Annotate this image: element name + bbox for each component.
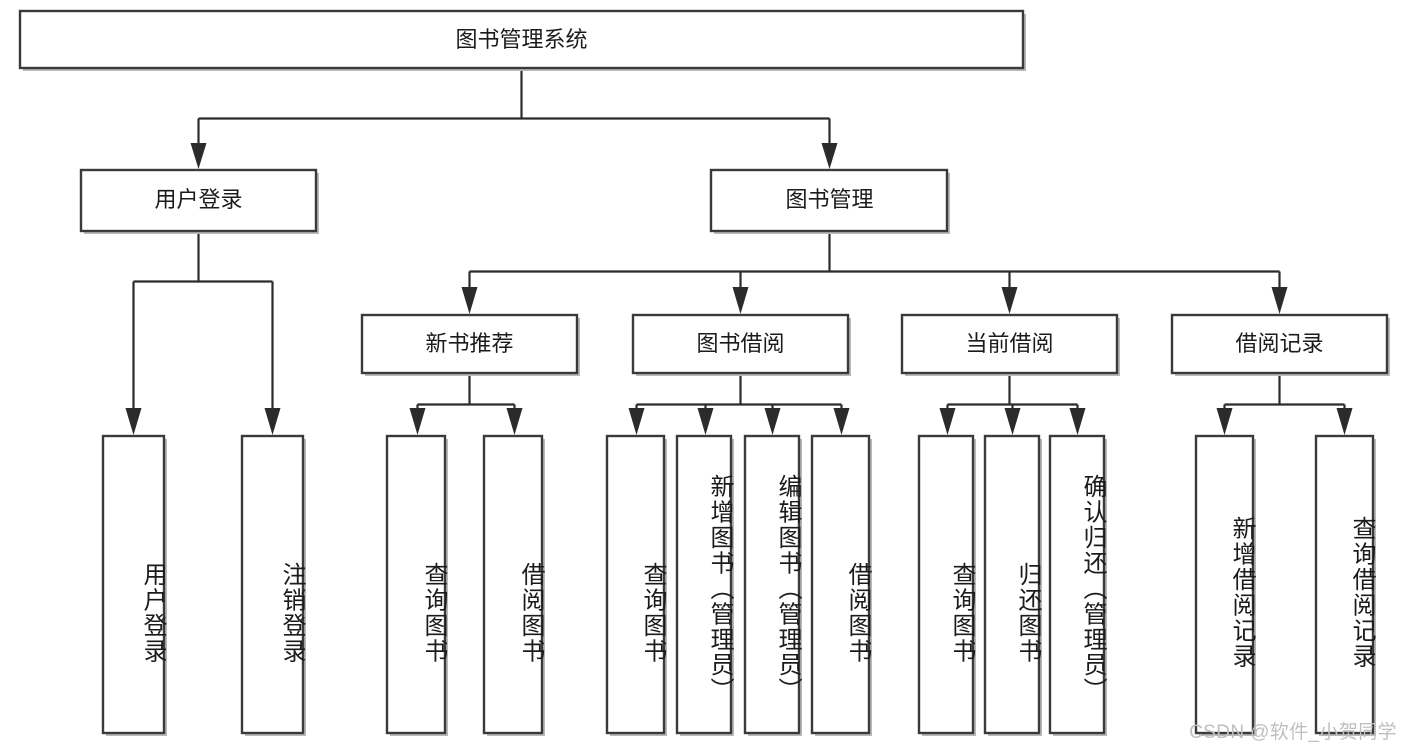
leaf-borrow-book-1-box[interactable]	[482, 434, 544, 735]
leaf-add-borrow-record-box[interactable]	[1194, 434, 1255, 735]
connector-group-book-management	[461, 232, 1288, 314]
node-book-management-box[interactable]	[709, 168, 949, 233]
node-current-borrow[interactable]: 当前借阅	[900, 313, 1120, 376]
leaf-edit-book-box[interactable]	[743, 434, 801, 735]
node-borrow-record-box[interactable]	[1170, 313, 1389, 375]
connector-group-book-borrow	[628, 376, 850, 435]
arrow-head-leaf-return-book	[1004, 408, 1021, 435]
node-book-borrow-label: 图书借阅	[696, 331, 784, 356]
node-root[interactable]: 图书管理系统	[18, 9, 1026, 71]
arrow-head-leaf-borrow-book-2	[833, 408, 850, 435]
node-user-login-box[interactable]	[79, 168, 318, 233]
arrow-head-leaf-borrow-book-1	[506, 408, 523, 435]
arrow-head-leaf-edit-book	[764, 408, 781, 435]
arrow-head-leaf-user-login	[125, 408, 142, 435]
node-book-borrow-box[interactable]	[631, 313, 850, 375]
leaf-query-borrow-record-box[interactable]	[1314, 434, 1375, 735]
leaf-query-book-2-box[interactable]	[605, 434, 666, 735]
arrow-head-leaf-user-logout	[264, 408, 281, 435]
node-root-label: 图书管理系统	[455, 27, 587, 52]
arrow-head-leaf-query-book-3	[939, 408, 956, 435]
node-borrow-record-label: 借阅记录	[1235, 331, 1323, 356]
arrow-head-leaf-query-book-2	[628, 408, 645, 435]
arrow-head-user-login	[190, 143, 207, 169]
arrow-head-leaf-add-book	[697, 408, 714, 435]
leaf-query-book-1-box[interactable]	[385, 434, 447, 735]
node-current-borrow-label: 当前借阅	[965, 331, 1053, 356]
node-book-borrow[interactable]: 图书借阅	[631, 313, 851, 376]
leaf-add-book-box[interactable]	[675, 434, 733, 735]
node-new-book-recommend-box[interactable]	[360, 313, 579, 375]
node-current-borrow-box[interactable]	[900, 313, 1119, 375]
connector-group-borrow-record	[1216, 376, 1353, 435]
connector-group-user-login	[125, 232, 281, 435]
node-borrow-record[interactable]: 借阅记录	[1170, 313, 1390, 376]
csdn-watermark: CSDN @软件_小贺同学	[1189, 722, 1397, 743]
leaf-user-login-box[interactable]	[101, 434, 166, 735]
leaf-query-book-3-box[interactable]	[917, 434, 975, 735]
arrow-head-book-borrow	[732, 287, 749, 314]
arrow-head-new-book-recommend	[461, 287, 478, 314]
node-user-login-label: 用户登录	[154, 187, 242, 212]
leaf-user-logout-box[interactable]	[240, 434, 305, 735]
node-user-login[interactable]: 用户登录	[79, 168, 319, 234]
arrow-head-leaf-confirm-return	[1069, 408, 1086, 435]
leaf-confirm-return-box[interactable]	[1048, 434, 1106, 735]
node-root-box[interactable]	[18, 9, 1025, 70]
arrow-head-leaf-query-borrow-record	[1336, 408, 1353, 435]
connector-group-current-borrow	[939, 376, 1086, 435]
node-new-book-recommend[interactable]: 新书推荐	[360, 313, 580, 376]
node-book-management-label: 图书管理	[785, 187, 873, 212]
connector-group-new-book-recommend	[409, 376, 523, 435]
arrow-head-leaf-add-borrow-record	[1216, 408, 1233, 435]
arrow-head-borrow-record	[1271, 287, 1288, 314]
leaf-return-book-box[interactable]	[983, 434, 1041, 735]
arrow-head-book-management	[821, 143, 838, 169]
arrow-head-current-borrow	[1001, 287, 1018, 314]
leaf-box-group	[101, 434, 1376, 736]
node-book-management[interactable]: 图书管理	[709, 168, 950, 234]
node-new-book-recommend-label: 新书推荐	[425, 331, 513, 356]
connector-group-root	[190, 68, 838, 169]
arrow-head-leaf-query-book-1	[409, 408, 426, 435]
leaf-borrow-book-2-box[interactable]	[810, 434, 871, 735]
